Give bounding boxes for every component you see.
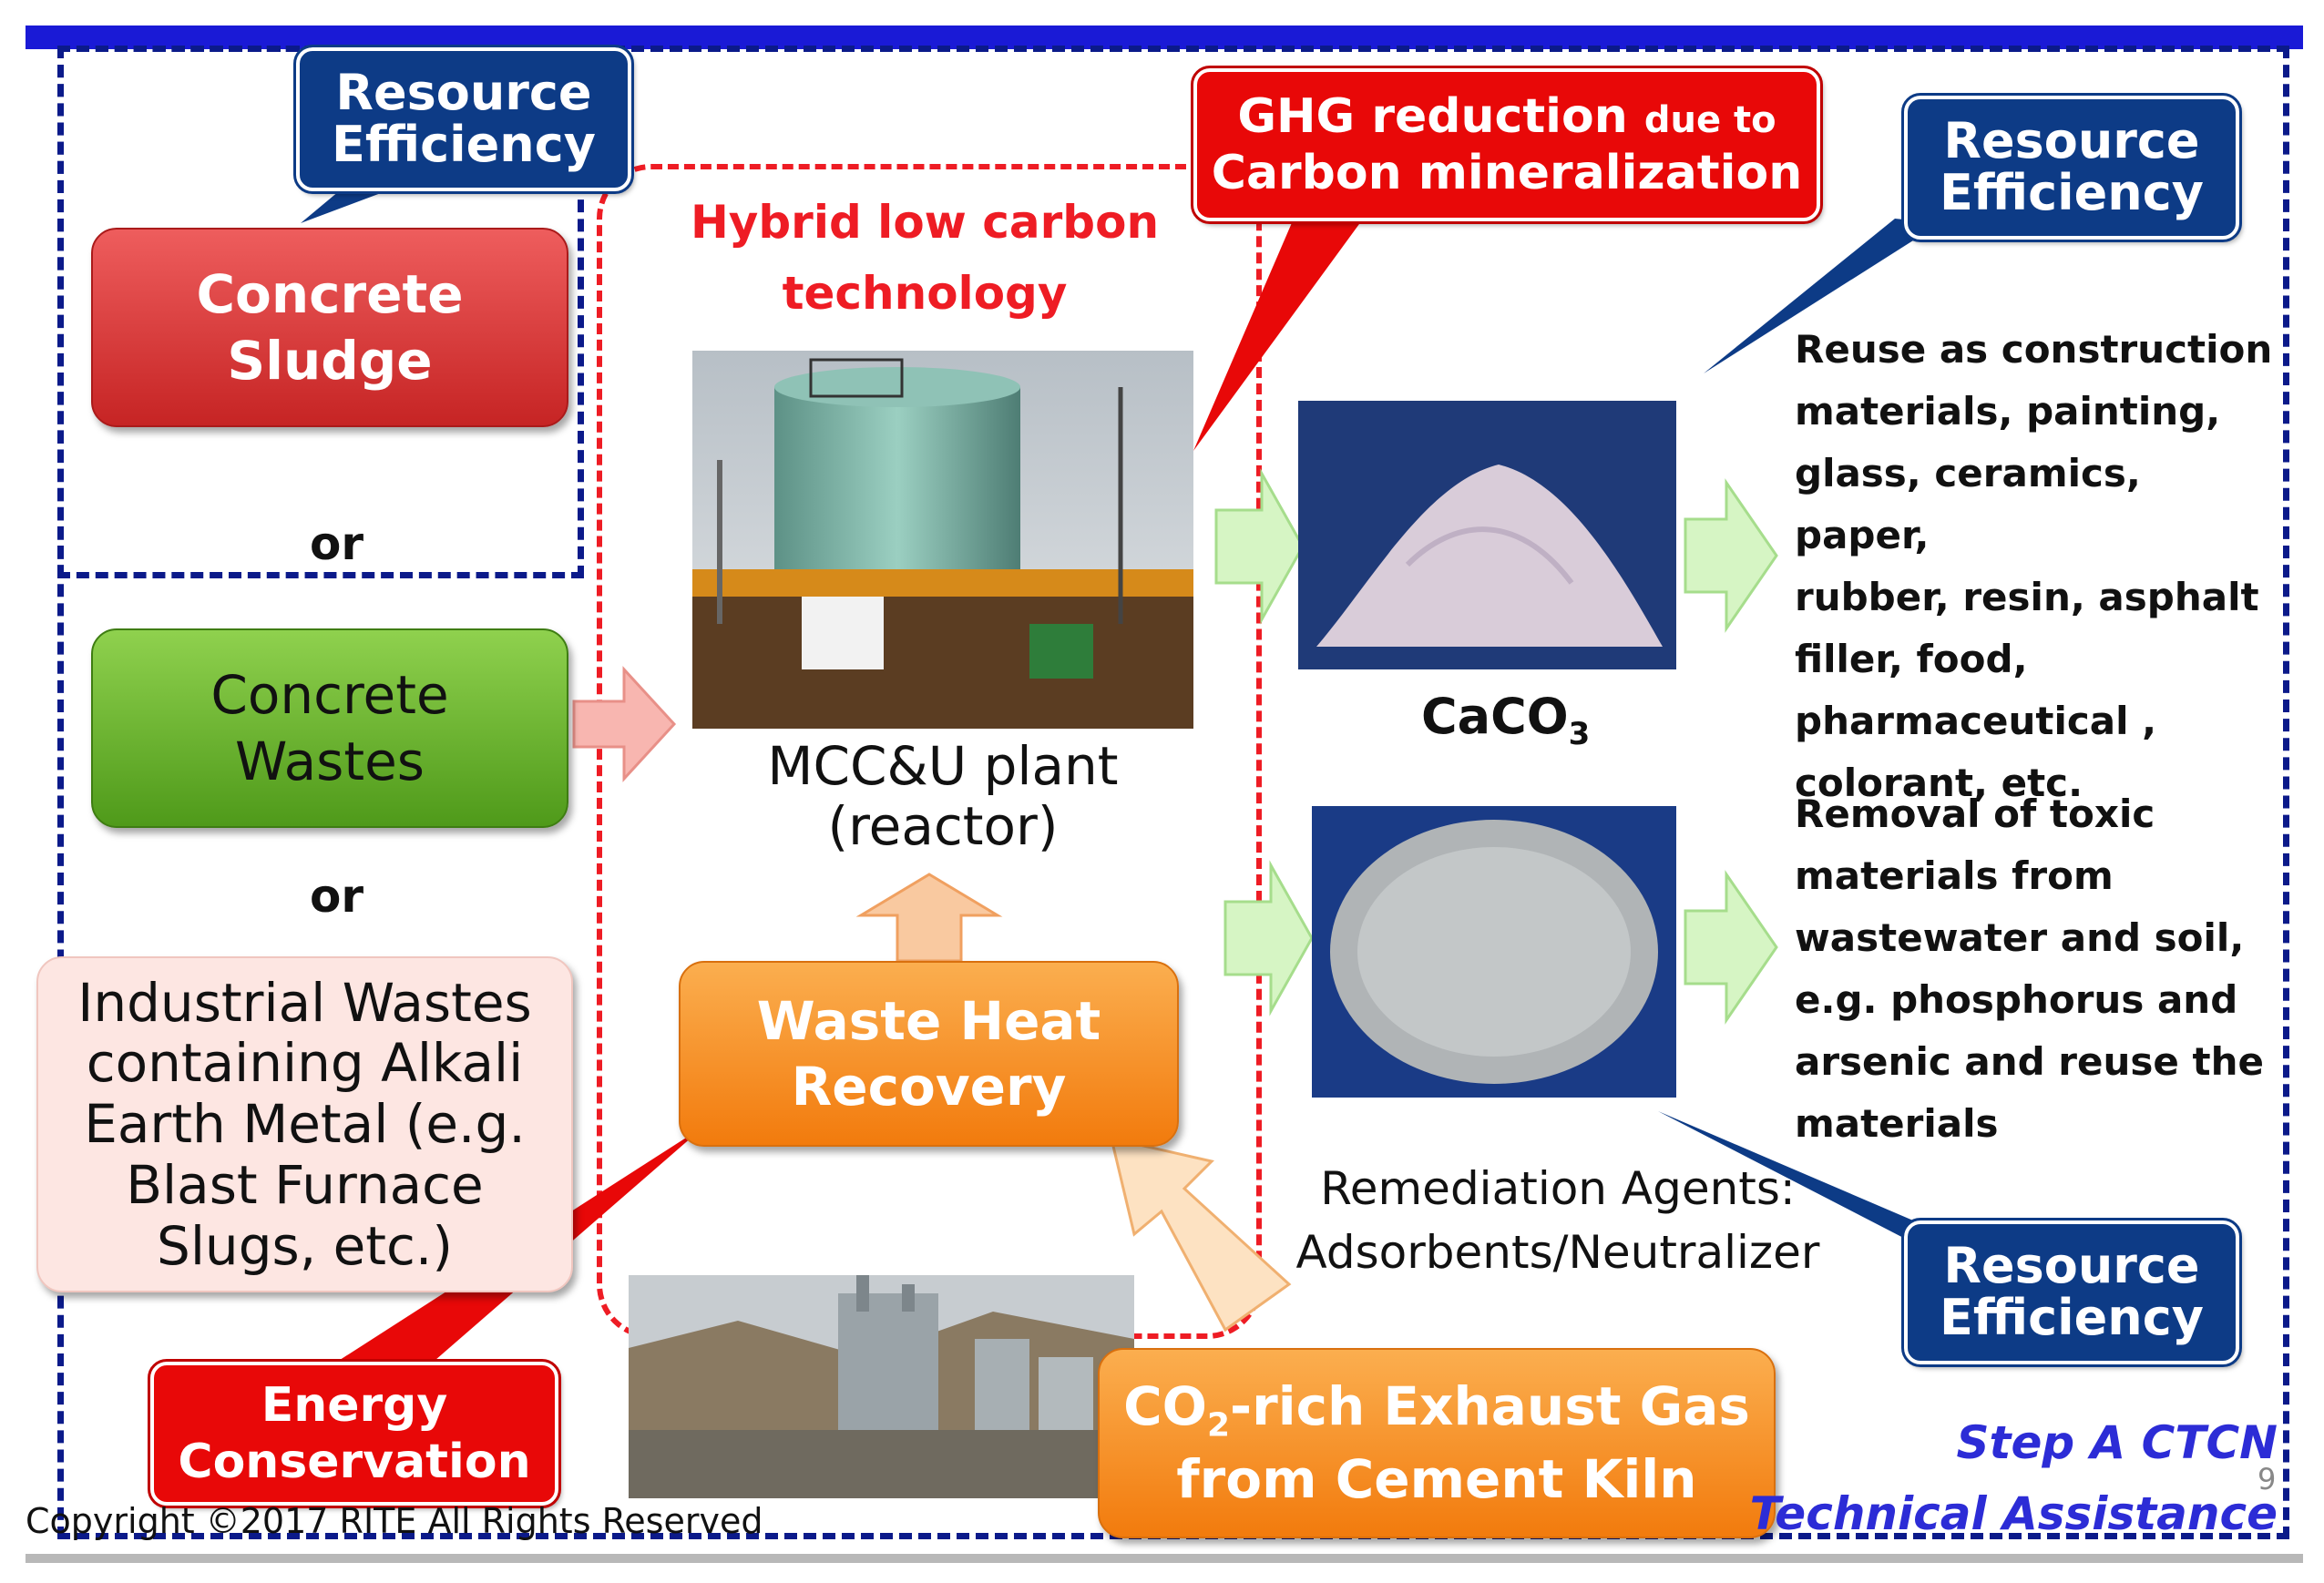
cement-plant-photo <box>629 1275 1134 1498</box>
text-line: arsenic and reuse the <box>1795 1039 2264 1084</box>
energy-line1: Energy <box>261 1377 448 1433</box>
text-line: materials, painting, <box>1795 389 2221 434</box>
caco3-subscript: 3 <box>1568 715 1591 752</box>
remediation-line: Adsorbents/Neutralizer <box>1295 1226 1820 1279</box>
ghg-small-text: due to <box>1643 98 1776 141</box>
reactor-label: MCC&U plant (reactor) <box>711 736 1175 856</box>
box-line: Concrete <box>210 664 449 726</box>
callout-line: Efficiency <box>1940 1289 2204 1346</box>
top-border-bar <box>26 26 2303 49</box>
text-line: wastewater and soil, <box>1795 915 2245 960</box>
plant-line: (reactor) <box>827 795 1059 857</box>
ghg-line2: Carbon mineralization <box>1211 146 1803 200</box>
or-label-1: or <box>310 517 364 570</box>
text-line: e.g. phosphorus and <box>1795 977 2238 1022</box>
bottom-border-bar <box>26 1554 2303 1563</box>
text-line: materials <box>1795 1101 1999 1146</box>
arrow-to-reuse <box>1684 478 1778 633</box>
step-line: Technical Assistance <box>1749 1487 2278 1540</box>
exhaust-co: CO <box>1123 1375 1207 1438</box>
box-line: Earth Metal (e.g. <box>84 1093 526 1156</box>
callout-line: Resource <box>1943 112 2200 170</box>
removal-text: Removal of toxic materials from wastewat… <box>1795 783 2287 1155</box>
arrow-up-to-reactor <box>855 873 1003 963</box>
callout-tail-tr <box>1704 219 1940 373</box>
box-line: Sludge <box>227 329 433 392</box>
caco3-main: CaCO <box>1421 688 1569 745</box>
text-line: pharmaceutical , <box>1795 699 2157 743</box>
box-line: Wastes <box>234 730 425 792</box>
industrial-wastes-box: Industrial Wastes containing Alkali Eart… <box>36 956 573 1292</box>
callout-line: Efficiency <box>332 116 596 173</box>
reactor-photo <box>692 351 1193 729</box>
input-arrow <box>572 666 677 782</box>
box-line: Concrete <box>196 263 464 325</box>
box-line: Blast Furnace <box>126 1153 484 1216</box>
energy-line2: Conservation <box>178 1435 531 1489</box>
box-line: Waste Heat <box>756 989 1101 1052</box>
box-line: Industrial Wastes <box>77 971 532 1034</box>
page-number: 9 <box>2257 1462 2277 1496</box>
callout-line: Efficiency <box>1940 164 2204 221</box>
arrow-to-remediation <box>1223 860 1314 1016</box>
text-line: filler, food, <box>1795 637 2028 681</box>
exhaust-gas-box: CO2-rich Exhaust Gas from Cement Kiln <box>1098 1348 1776 1538</box>
plant-line: MCC&U plant <box>767 735 1119 797</box>
step-line: Step A CTCN <box>1956 1416 2278 1469</box>
hybrid-line: Hybrid low carbon <box>690 196 1160 249</box>
caco3-photo <box>1298 401 1676 669</box>
copyright-text: Copyright ©2017 RITE All Rights Reserved <box>26 1501 763 1541</box>
ghg-reduction-callout: GHG reduction due to Carbon mineralizati… <box>1191 66 1823 224</box>
text-line: rubber, resin, asphalt <box>1795 575 2259 619</box>
exhaust-line2: from Cement Kiln <box>1176 1448 1697 1511</box>
step-label: Step A CTCN Technical Assistance <box>1731 1407 2278 1549</box>
reuse-text: Reuse as construction materials, paintin… <box>1795 319 2287 814</box>
text-line: materials from <box>1795 853 2114 898</box>
callout-tail-ghg <box>1193 214 1367 451</box>
arrow-exhaust-to-heat <box>1109 1137 1292 1333</box>
exhaust-subscript: 2 <box>1206 1407 1231 1445</box>
callout-line: Resource <box>1943 1237 2200 1295</box>
text-line: Removal of toxic <box>1795 792 2155 836</box>
remediation-label: Remediation Agents: Adsorbents/Neutraliz… <box>1285 1157 1831 1284</box>
remediation-photo <box>1312 806 1676 1098</box>
text-line: glass, ceramics, paper, <box>1795 451 2141 557</box>
arrow-to-caco3 <box>1214 468 1305 625</box>
hybrid-line: technology <box>782 267 1068 320</box>
or-label-2: or <box>310 870 364 923</box>
box-line: Recovery <box>791 1056 1067 1118</box>
arrow-to-removal <box>1684 870 1778 1025</box>
exhaust-rest: -rich Exhaust Gas <box>1230 1375 1750 1438</box>
hybrid-technology-label: Hybrid low carbon technology <box>656 187 1193 329</box>
energy-conservation-callout: Energy Conservation <box>148 1359 561 1508</box>
remediation-line: Remediation Agents: <box>1320 1162 1796 1215</box>
text-line: Reuse as construction <box>1795 327 2273 372</box>
ghg-main-text: GHG reduction <box>1237 88 1628 144</box>
caco3-label: CaCO3 <box>1421 688 1590 752</box>
box-line: Slugs, etc.) <box>157 1214 453 1277</box>
callout-line: Resource <box>335 64 592 122</box>
box-line: containing Alkali <box>86 1032 524 1095</box>
callout-tail-br <box>1658 1111 1940 1257</box>
text-line: colorant, etc. <box>1795 761 2083 805</box>
